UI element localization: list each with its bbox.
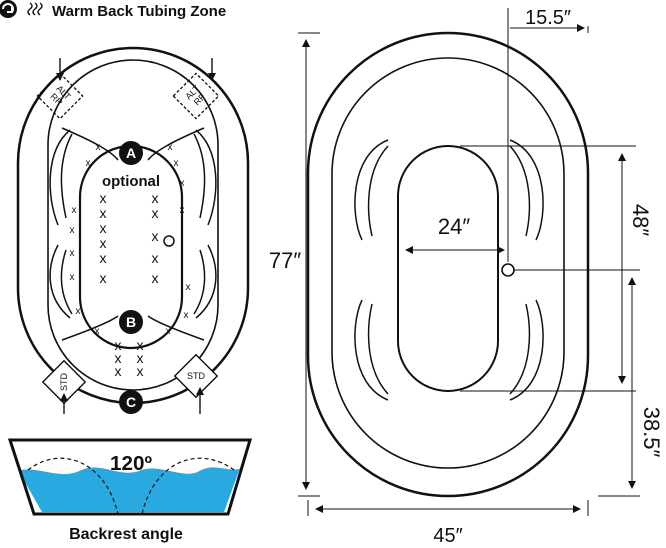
dimension-tub [298,8,640,516]
dimension-lines [298,8,640,516]
backrest-caption: Backrest angle [69,526,183,543]
jet-mark: x [152,228,159,244]
jet-mark: x [186,282,191,293]
backrest-diagram: 120º Backrest angle [7,438,253,543]
heat-waves-icon [27,2,43,16]
jet-mark: x [96,142,101,153]
std-left-label: STD [59,372,69,391]
jet-mark: x [184,310,189,321]
dim-armrest-contours [354,139,544,401]
warm-back-badge-icon [0,0,17,18]
dim-inner-rim [331,57,565,469]
jet-mark: x [70,248,75,259]
marker-b-label: B [126,314,136,330]
jet-mark: x [100,190,107,206]
dim-drain-to-end: 38.5″ [639,407,664,458]
marker-b: B [119,310,143,334]
header-title: Warm Back Tubing Zone [52,3,226,20]
jet-mark: x [137,363,144,379]
marker-a-label: A [126,145,136,161]
jet-mark: x [137,337,144,353]
jet-mark: x [180,205,185,216]
alt-rr-box: ALT RR [36,72,84,120]
jet-mark: x [168,142,173,153]
header: Warm Back Tubing Zone [0,0,226,20]
marker-c: C [119,390,143,414]
jet-mark: x [72,205,77,216]
jet-mark: x [100,205,107,221]
jet-mark: x [152,190,159,206]
marker-c-label: C [126,394,136,410]
jet-mark: x [174,158,179,169]
jet-mark: x [70,225,75,236]
dim-length: 77″ [269,248,301,273]
jet-mark: x [100,220,107,236]
jet-mark: x [152,205,159,221]
dim-inner-width: 24″ [438,214,470,239]
jet-mark: x [70,272,75,283]
jet-mark: x [152,250,159,266]
jet-mark: x [115,350,122,366]
dim-drain [501,263,515,277]
jet-mark: x [115,337,122,353]
jet-mark: x [76,306,81,317]
jet-mark: x [100,235,107,251]
jet-layout-tub: ALT RR ALT RF STD STD [16,46,250,414]
std-left-box: STD [41,359,87,405]
backrest-water [18,466,240,512]
jet-mark: x [180,178,185,189]
std-right-label: STD [187,371,206,381]
jet-mark: x [115,363,122,379]
jet-mark: x [86,158,91,169]
dim-width: 45″ [433,525,462,547]
dim-inner-length: 48″ [628,204,653,236]
dim-drain-offset: 15.5″ [525,7,571,29]
jet-mark: x [100,250,107,266]
jet-mark: x [152,270,159,286]
backrest-tub-outline [7,438,253,516]
std-right-box: STD [173,353,219,399]
left-drain [163,235,175,247]
jet-mark: x [95,326,100,337]
tub-inner-rim [47,59,219,391]
jet-mark: x [137,350,144,366]
jet-mark: x [100,270,107,286]
dim-outer-shell [306,31,590,498]
marker-a: A [119,141,143,165]
dim-tub-floor [397,145,499,392]
armrest-contours [49,127,217,341]
optional-label: optional [102,173,160,190]
jet-mark: x [166,326,171,337]
backrest-angle: 120º [110,453,152,475]
